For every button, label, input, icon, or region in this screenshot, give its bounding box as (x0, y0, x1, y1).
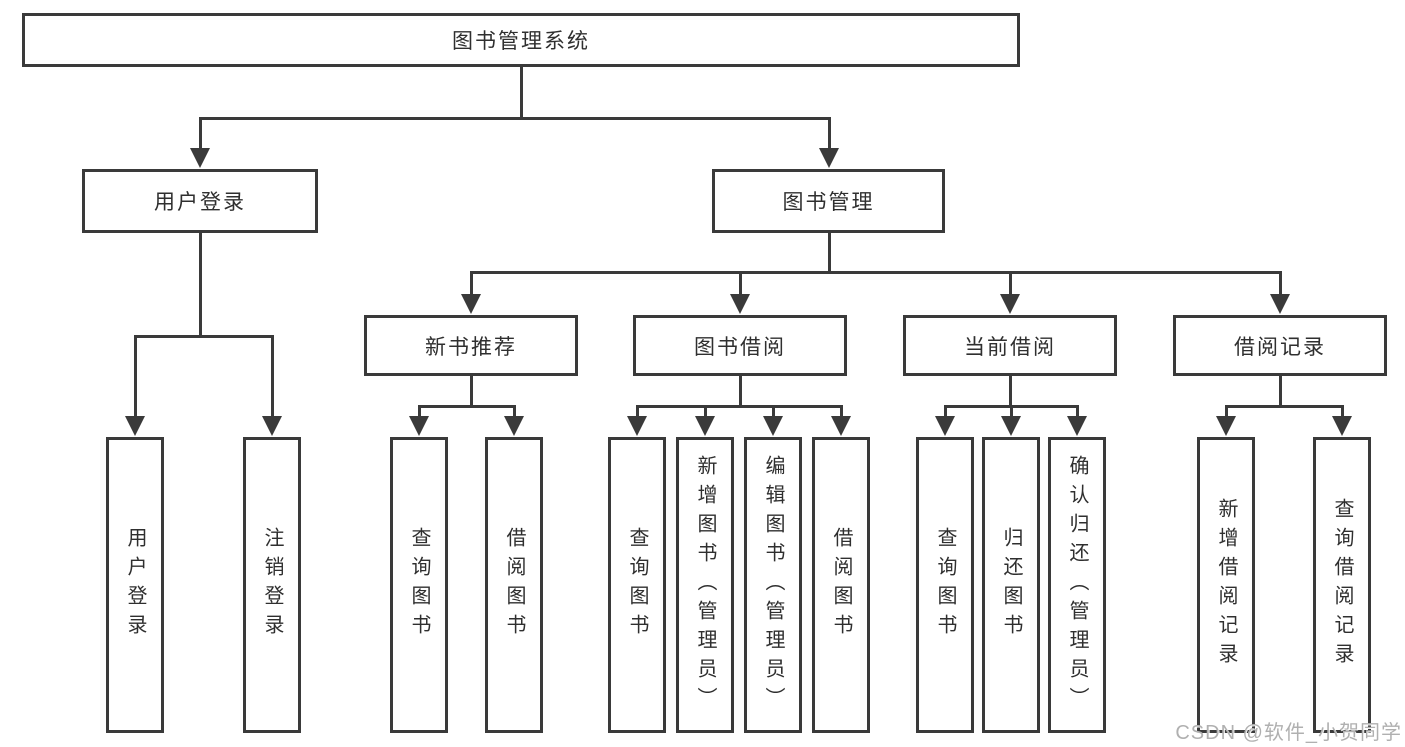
connector-line (839, 405, 843, 417)
connector-line (827, 117, 831, 149)
node-new-book-recommend: 新书推荐 (364, 315, 578, 376)
connector-line (469, 271, 473, 295)
connector-line (1278, 271, 1282, 295)
connector-line (1009, 405, 1013, 417)
connector-line (1278, 376, 1282, 408)
arrow-down-icon (125, 416, 145, 436)
connector-line (1008, 376, 1012, 408)
leaf-query-books-current: 查询图书 (916, 437, 974, 733)
arrow-down-icon (504, 416, 524, 436)
connector-line (133, 335, 274, 338)
leaf-confirm-return-admin: 确认归还（管理员） (1048, 437, 1106, 733)
arrow-down-icon (730, 294, 750, 314)
arrow-down-icon (1001, 416, 1021, 436)
connector-line (1075, 405, 1079, 417)
arrow-down-icon (1067, 416, 1087, 436)
connector-line (417, 405, 516, 408)
connector-line (198, 117, 202, 149)
connector-line (469, 271, 1282, 274)
node-borrow-records: 借阅记录 (1173, 315, 1387, 376)
arrow-down-icon (763, 416, 783, 436)
connector-line (635, 405, 843, 408)
connector-line (738, 271, 742, 295)
connector-line (270, 335, 274, 417)
leaf-query-books-recommend: 查询图书 (390, 437, 448, 733)
connector-line (943, 405, 947, 417)
arrow-down-icon (461, 294, 481, 314)
arrow-down-icon (1270, 294, 1290, 314)
connector-line (1224, 405, 1344, 408)
connector-line (133, 335, 137, 417)
leaf-user-login: 用户登录 (106, 437, 164, 733)
leaf-borrow-books-recommend: 借阅图书 (485, 437, 543, 733)
leaf-borrow-books: 借阅图书 (812, 437, 870, 733)
connector-line (1008, 271, 1012, 295)
connector-line (512, 405, 516, 417)
leaf-return-books: 归还图书 (982, 437, 1040, 733)
arrow-down-icon (1216, 416, 1236, 436)
leaf-edit-books-admin: 编辑图书（管理员） (744, 437, 802, 733)
connector-line (635, 405, 639, 417)
leaf-add-borrow-record: 新增借阅记录 (1197, 437, 1255, 733)
arrow-down-icon (935, 416, 955, 436)
leaf-add-books-admin: 新增图书（管理员） (676, 437, 734, 733)
connector-line (417, 405, 421, 417)
watermark: CSDN @软件_小贺同学 (1175, 722, 1402, 744)
connector-line (703, 405, 707, 417)
arrow-down-icon (1332, 416, 1352, 436)
leaf-logout: 注销登录 (243, 437, 301, 733)
connector-line (1224, 405, 1228, 417)
connector-line (519, 67, 523, 120)
connector-line (771, 405, 775, 417)
node-book-management: 图书管理 (712, 169, 945, 233)
arrow-down-icon (695, 416, 715, 436)
node-current-borrow: 当前借阅 (903, 315, 1117, 376)
leaf-query-books-borrow: 查询图书 (608, 437, 666, 733)
connector-line (198, 117, 831, 120)
arrow-down-icon (627, 416, 647, 436)
connector-line (827, 233, 831, 274)
connector-line (198, 233, 202, 338)
connector-line (1340, 405, 1344, 417)
arrow-down-icon (1000, 294, 1020, 314)
node-book-borrow: 图书借阅 (633, 315, 847, 376)
leaf-query-borrow-record: 查询借阅记录 (1313, 437, 1371, 733)
connector-line (469, 376, 473, 408)
node-user-login: 用户登录 (82, 169, 318, 233)
arrow-down-icon (409, 416, 429, 436)
arrow-down-icon (190, 148, 210, 168)
arrow-down-icon (262, 416, 282, 436)
connector-line (738, 376, 742, 408)
arrow-down-icon (831, 416, 851, 436)
node-root: 图书管理系统 (22, 13, 1020, 67)
arrow-down-icon (819, 148, 839, 168)
